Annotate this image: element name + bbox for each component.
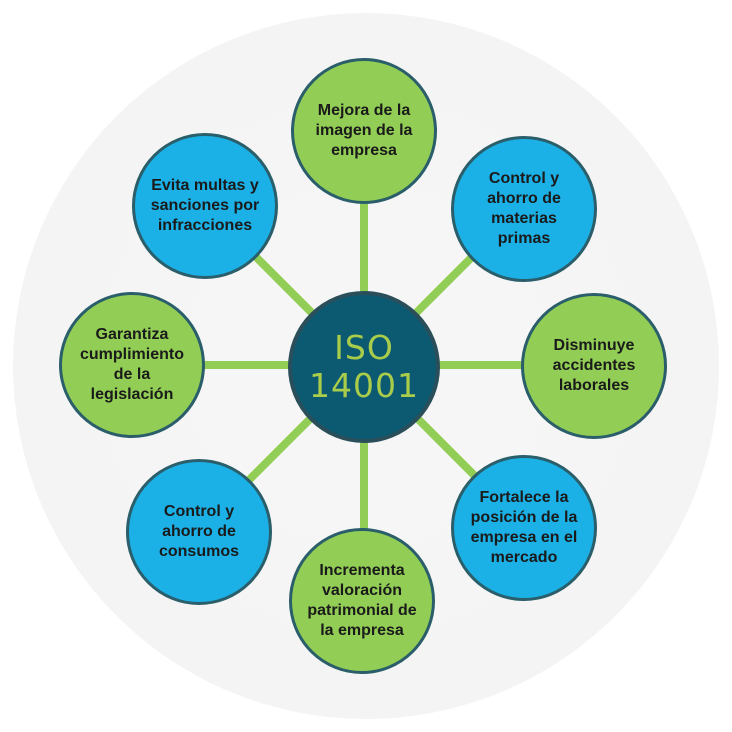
node-label: Garantiza cumplimiento de la legislación — [79, 326, 184, 403]
node-label: Control y ahorro de consumos — [158, 503, 239, 560]
node-top-right: Control y ahorro de materias primas — [451, 136, 597, 282]
node-label: Evita multas y sanciones por infraccione… — [150, 177, 260, 234]
node-label: Incrementa valoración patrimonial de la … — [307, 562, 417, 639]
center-node-iso-14001: ISO 14001 — [288, 291, 440, 443]
node-bottom-right: Fortalece la posición de la empresa en e… — [451, 455, 597, 601]
node-top: Mejora de la imagen de la empresa — [291, 58, 437, 204]
node-bottom: Incrementa valoración patrimonial de la … — [289, 528, 435, 674]
center-label: ISO 14001 — [304, 329, 424, 405]
center-label-line2: 14001 — [309, 366, 419, 405]
node-top-left: Evita multas y sanciones por infraccione… — [132, 133, 278, 279]
node-label: Fortalece la posición de la empresa en e… — [470, 489, 578, 566]
node-label: Mejora de la imagen de la empresa — [315, 102, 413, 159]
node-right: Disminuye accidentes laborales — [521, 293, 667, 439]
node-label: Disminuye accidentes laborales — [552, 337, 636, 394]
node-left: Garantiza cumplimiento de la legislación — [59, 292, 205, 438]
node-label: Control y ahorro de materias primas — [487, 170, 561, 247]
node-bottom-left: Control y ahorro de consumos — [126, 459, 272, 605]
center-label-line1: ISO — [334, 328, 394, 367]
